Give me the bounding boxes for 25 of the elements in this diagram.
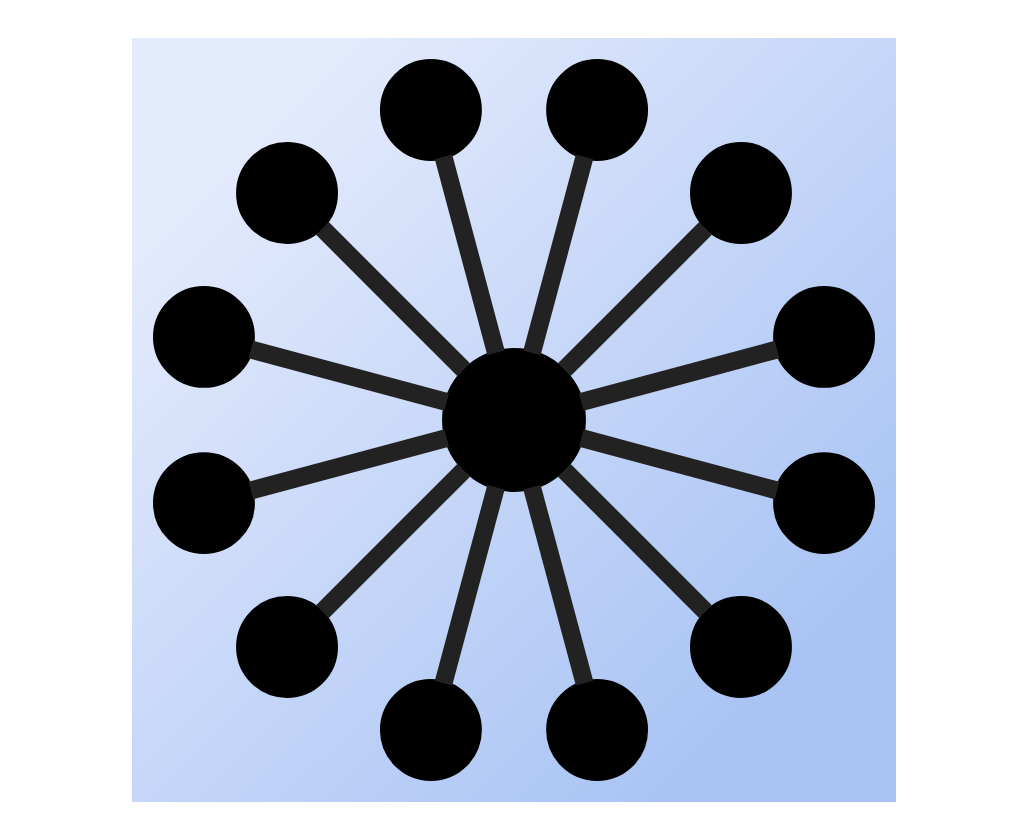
node-circle	[442, 348, 586, 492]
connector	[558, 464, 712, 618]
node-circle	[690, 596, 792, 698]
node-circle	[690, 142, 792, 244]
connector	[248, 340, 450, 411]
node-circle	[379, 679, 482, 781]
node-circle	[153, 285, 255, 388]
connector	[523, 484, 594, 686]
node-circle	[379, 59, 482, 161]
connector	[578, 429, 780, 500]
node-circle	[236, 596, 338, 698]
node-circle	[546, 59, 649, 161]
node-circle	[773, 452, 875, 555]
connector	[578, 340, 780, 411]
node-circle	[236, 142, 338, 244]
node-circle	[773, 285, 875, 388]
connector	[316, 222, 470, 376]
connector	[558, 222, 712, 376]
node-circle	[153, 452, 255, 555]
connector	[434, 484, 505, 686]
connector	[316, 464, 470, 618]
node-circle	[546, 679, 649, 781]
connector	[434, 154, 505, 356]
connector	[523, 154, 594, 356]
connector	[248, 429, 450, 500]
